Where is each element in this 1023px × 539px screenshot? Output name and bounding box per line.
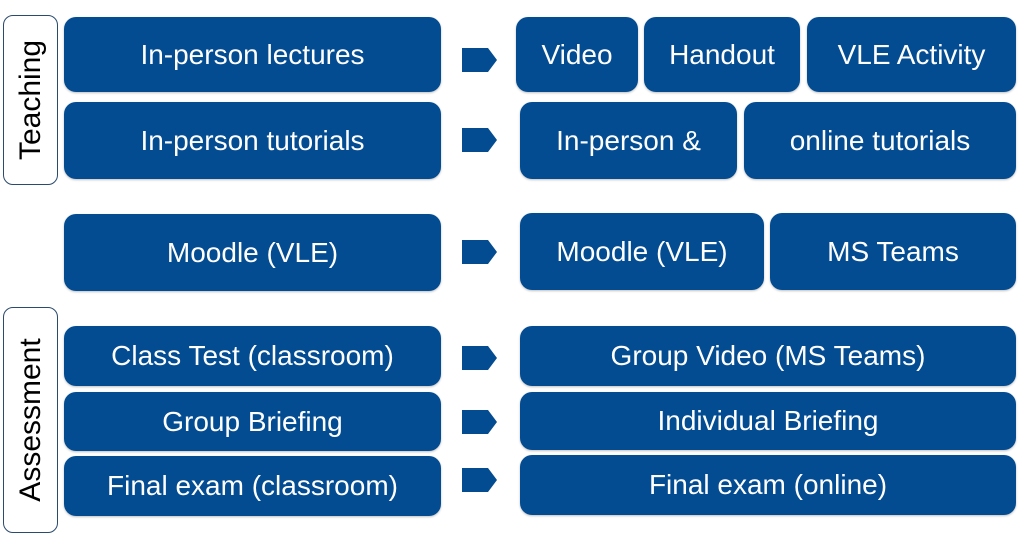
arrow-icon [462, 128, 497, 152]
from-in-person-tutorials: In-person tutorials [64, 102, 441, 179]
assessment-section-label: Assessment [3, 307, 58, 533]
to-individual-briefing: Individual Briefing [520, 392, 1016, 450]
from-in-person-lectures: In-person lectures [64, 17, 441, 92]
to-group-video: Group Video (MS Teams) [520, 326, 1016, 386]
to-moodle: Moodle (VLE) [520, 213, 764, 290]
arrow-icon [462, 346, 497, 370]
arrow-icon [462, 48, 497, 72]
teaching-section-label: Teaching [3, 15, 58, 185]
to-handout: Handout [644, 17, 800, 92]
arrow-icon [462, 240, 497, 264]
to-video: Video [516, 17, 638, 92]
from-moodle: Moodle (VLE) [64, 214, 441, 291]
from-final-exam: Final exam (classroom) [64, 456, 441, 516]
to-final-exam-online: Final exam (online) [520, 455, 1016, 515]
arrow-icon [462, 468, 497, 492]
arrow-icon [462, 410, 497, 434]
to-vle-activity: VLE Activity [807, 17, 1016, 92]
to-in-person: In-person & [520, 102, 737, 179]
teaching-label-text: Teaching [13, 39, 47, 161]
from-class-test: Class Test (classroom) [64, 326, 441, 386]
from-group-briefing: Group Briefing [64, 392, 441, 451]
assessment-label-text: Assessment [13, 338, 47, 502]
to-online-tutorials: online tutorials [744, 102, 1016, 179]
to-ms-teams: MS Teams [770, 213, 1016, 290]
